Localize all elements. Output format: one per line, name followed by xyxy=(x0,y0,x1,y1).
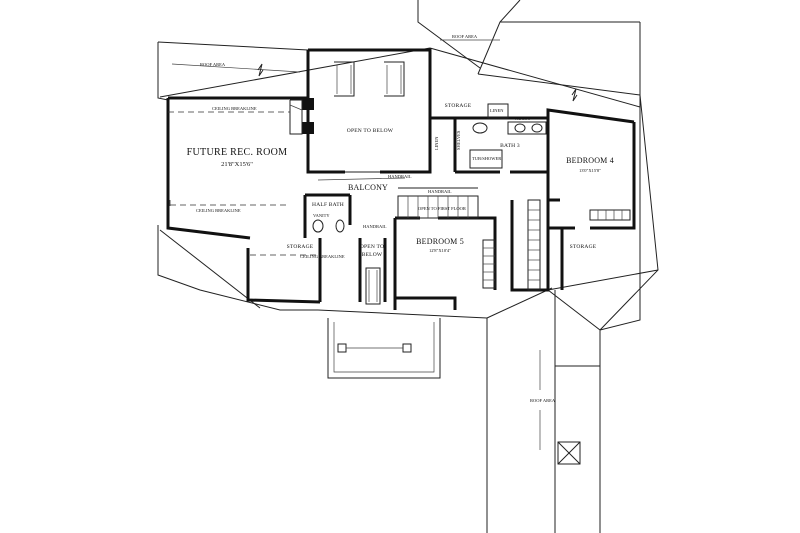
handrail-2-label: HANDRAIL xyxy=(428,189,452,194)
ceiling-breakline-2-label: CEILING BREAKLINE xyxy=(196,208,241,213)
handrail-3-label: HANDRAIL xyxy=(363,224,387,229)
balcony-label: BALCONY xyxy=(348,183,388,192)
ceiling-breakline-1-label: CEILING BREAKLINE xyxy=(212,106,257,111)
bedroom5-label: BEDROOM 5 xyxy=(416,237,464,246)
half-bath-label: HALF BATH xyxy=(312,202,344,208)
bedroom4-label: BEDROOM 4 xyxy=(566,156,614,165)
future-rec-room-dims: 21'8"X15'6" xyxy=(221,161,253,168)
roof-area-bottom-label: ROOF AREA xyxy=(530,398,556,403)
room-labels: FUTURE REC. ROOM 21'8"X15'6" OPEN TO BEL… xyxy=(187,103,614,258)
vanity-half-bath-label: VANITY xyxy=(313,213,330,218)
tub-shower-label: TUB/SHOWER xyxy=(472,156,501,161)
roof-area-top-label: ROOF AREA xyxy=(452,34,478,39)
handrail-1-label: HANDRAIL xyxy=(388,174,412,179)
vanity-bath3-label: VANITY xyxy=(514,116,531,121)
storage-left-label: STORAGE xyxy=(287,244,314,250)
linen-side-label: LINEN xyxy=(434,136,439,150)
annotation-labels: ROOF AREA ROOF AREA ROOF AREA CEILING BR… xyxy=(196,34,556,403)
storage-right-label: STORAGE xyxy=(570,244,597,250)
roof-outline xyxy=(157,0,659,533)
open-to-first-floor-label: OPEN TO FIRST FLOOR xyxy=(418,206,466,211)
bath3-label: BATH 3 xyxy=(500,143,520,149)
ceiling-breakline-3-label: CEILING BREAKLINE xyxy=(300,254,345,259)
open-to-below-top-label: OPEN TO BELOW xyxy=(347,128,394,134)
linen-label: LINEN xyxy=(490,108,504,113)
open-to-below-mid-label-1: OPEN TO xyxy=(360,244,384,250)
shelves-label: SHELVES xyxy=(456,130,461,150)
bedroom4-dims: 13'0"X15'8" xyxy=(579,168,601,173)
storage-top-label: STORAGE xyxy=(445,103,472,109)
bedroom5-dims: 12'8"X10'4" xyxy=(429,248,451,253)
future-rec-room-label: FUTURE REC. ROOM xyxy=(187,147,288,158)
open-to-below-mid-label-2: BELOW xyxy=(362,252,383,258)
interior-detail xyxy=(168,39,631,450)
roof-area-left-label: ROOF AREA xyxy=(200,62,226,67)
